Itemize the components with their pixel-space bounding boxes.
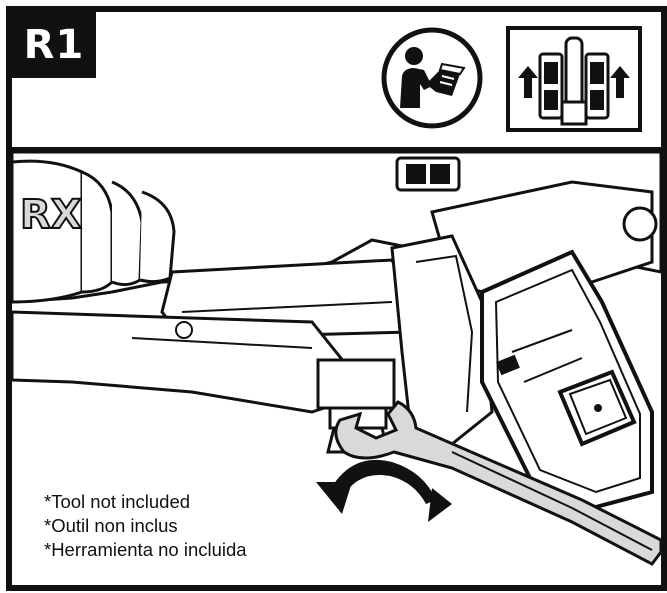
- note-english: *Tool not included: [44, 491, 191, 512]
- wrench-icon: [334, 400, 661, 566]
- step-header: R1: [12, 12, 661, 152]
- brand-fragment: RX: [20, 192, 82, 238]
- note-spanish: *Herramienta no incluida: [44, 539, 247, 560]
- motor-housing-fins: [12, 159, 176, 304]
- step-badge: R1: [12, 12, 96, 78]
- instruction-panel: R1: [6, 6, 667, 591]
- wrench-removal-illustration: RX: [12, 152, 661, 585]
- note-french: *Outil non inclus: [44, 515, 178, 536]
- rotation-arrow-icon: [316, 459, 452, 522]
- battery-pack-icon: [480, 249, 654, 511]
- remove-battery-icon: [506, 26, 642, 132]
- disclaimer-notes: *Tool not included *Outil non inclus *He…: [44, 490, 344, 562]
- read-manual-icon: [380, 26, 484, 130]
